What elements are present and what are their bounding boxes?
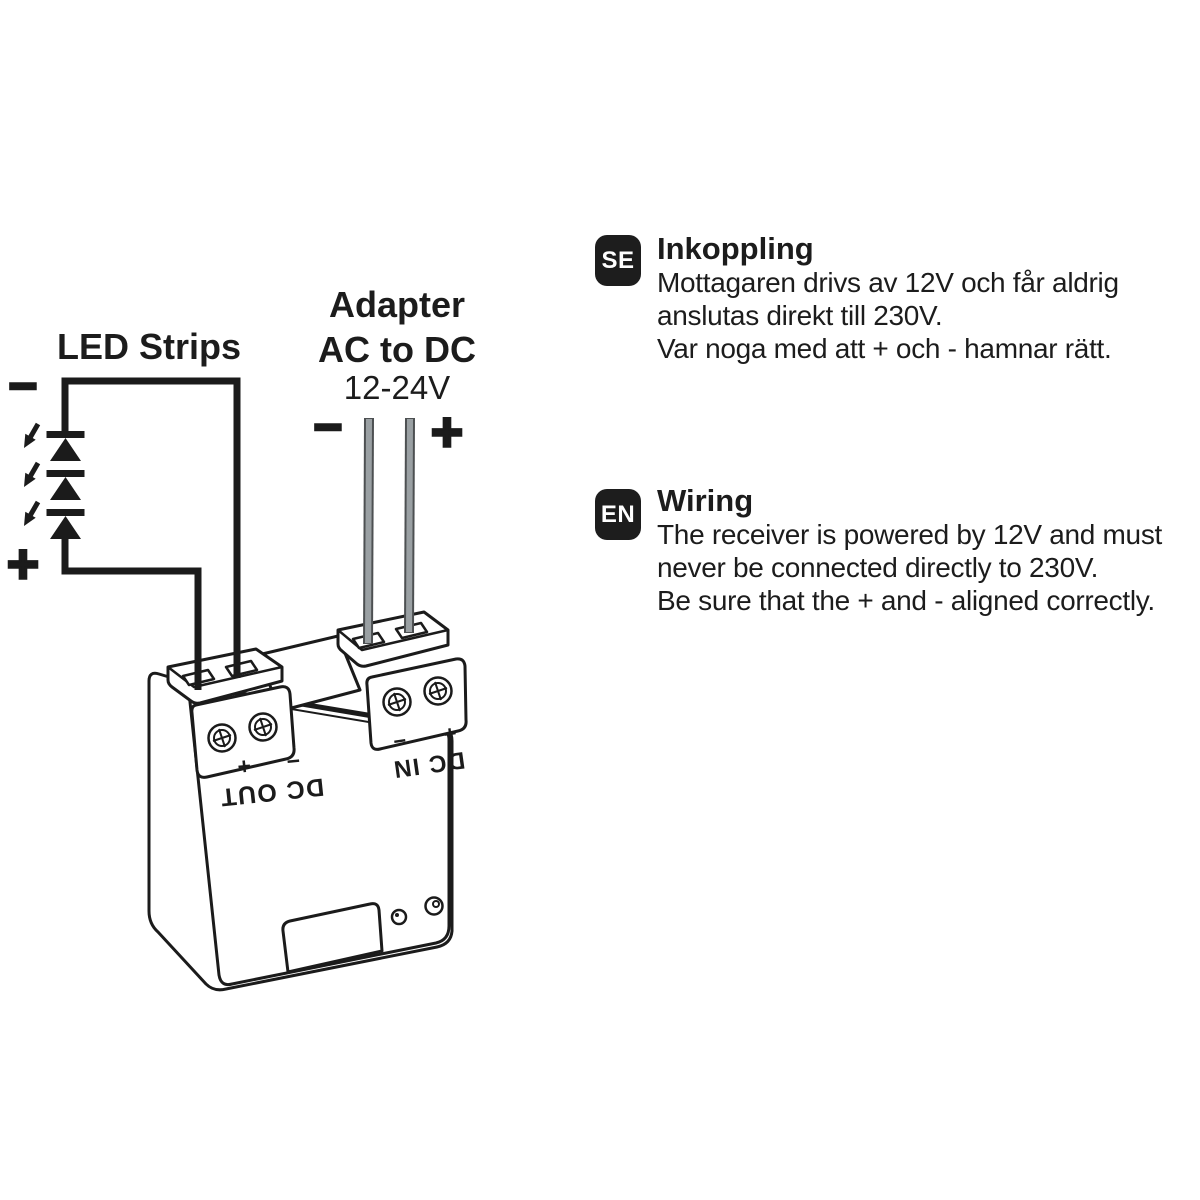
adapter-minus-sign: −: [312, 399, 344, 455]
instruction-line: Mottagaren drivs av 12V och får aldrig: [657, 267, 1119, 298]
indicator-dot: [395, 913, 399, 917]
adapter-wires: [363, 417, 415, 645]
polarity-sign: −: [391, 727, 408, 755]
adapter-plus-sign: +: [429, 400, 464, 463]
instruction-title-se: Inkoppling: [657, 231, 814, 266]
instruction-line: Be sure that the + and - aligned correct…: [657, 585, 1155, 616]
light-emission-arrows: [24, 422, 41, 526]
instruction-line: never be connected directly to 230V.: [657, 552, 1099, 583]
light-arrow-icon: [24, 461, 41, 487]
instruction-line: anslutas direkt till 230V.: [657, 300, 943, 331]
led-diodes: [46, 431, 85, 539]
language-badge-en: EN: [595, 489, 641, 540]
indicator-hole: [390, 908, 408, 926]
polarity-sign: +: [236, 753, 253, 781]
light-arrow-icon: [24, 500, 41, 526]
badge-en-text: EN: [600, 500, 636, 528]
light-arrow-icon: [24, 422, 41, 448]
wire-plus-run: [61, 538, 202, 690]
polarity-sign: +: [442, 720, 459, 748]
screw-icon: [207, 723, 237, 753]
indicator-dot: [432, 900, 440, 908]
led-strips-label: LED Strips: [57, 326, 242, 367]
receiver-device: [147, 610, 468, 992]
adapter-voltage-label: 12-24V: [343, 369, 451, 406]
device-bottom-recess: [281, 902, 384, 974]
adapter-label: Adapter AC to DC: [316, 282, 478, 372]
instruction-line: The receiver is powered by 12V and must: [657, 519, 1163, 550]
language-badge-se: SE: [595, 235, 641, 286]
led-circuit-wires: [61, 377, 241, 690]
screw-icon: [423, 676, 453, 706]
screw-icon: [382, 687, 412, 717]
led-plus-sign: +: [5, 532, 40, 595]
polarity-sign: −: [285, 747, 302, 776]
wire-minus-run: [61, 377, 241, 678]
terminal-block-dc-out: [166, 647, 296, 779]
instruction-block-se: Inkoppling Mottagaren drivs av 12V och f…: [657, 232, 1200, 365]
instruction-block-en: Wiring The receiver is powered by 12V an…: [657, 484, 1200, 617]
instruction-title-en: Wiring: [657, 483, 754, 518]
led-minus-sign: −: [7, 358, 39, 414]
led-diode-2: [46, 470, 85, 500]
led-diode-3: [46, 509, 85, 539]
screw-icon: [248, 712, 278, 742]
badge-se-text: SE: [601, 246, 635, 274]
adapter-subtitle: AC to DC: [318, 329, 476, 370]
instruction-line: Var noga med att + och - hamnar rätt.: [657, 333, 1112, 364]
led-diode-1: [46, 431, 85, 461]
adapter-title: Adapter: [328, 284, 466, 325]
